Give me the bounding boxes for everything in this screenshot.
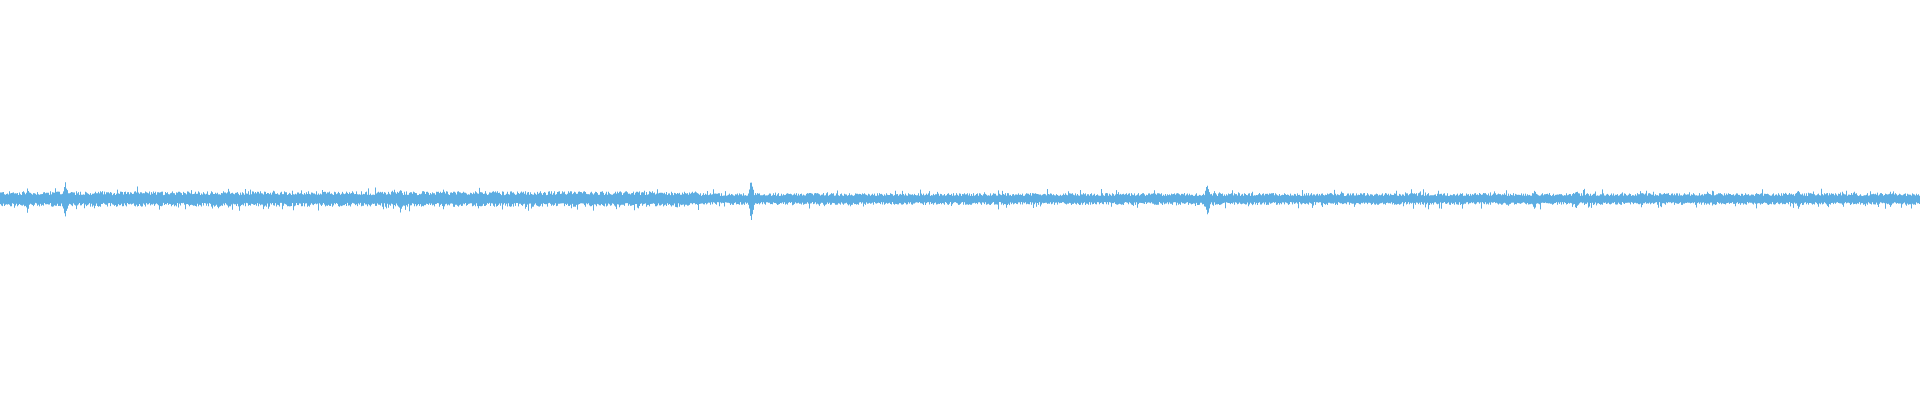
waveform-center-band <box>0 197 1920 201</box>
waveform-trace <box>0 182 1920 220</box>
